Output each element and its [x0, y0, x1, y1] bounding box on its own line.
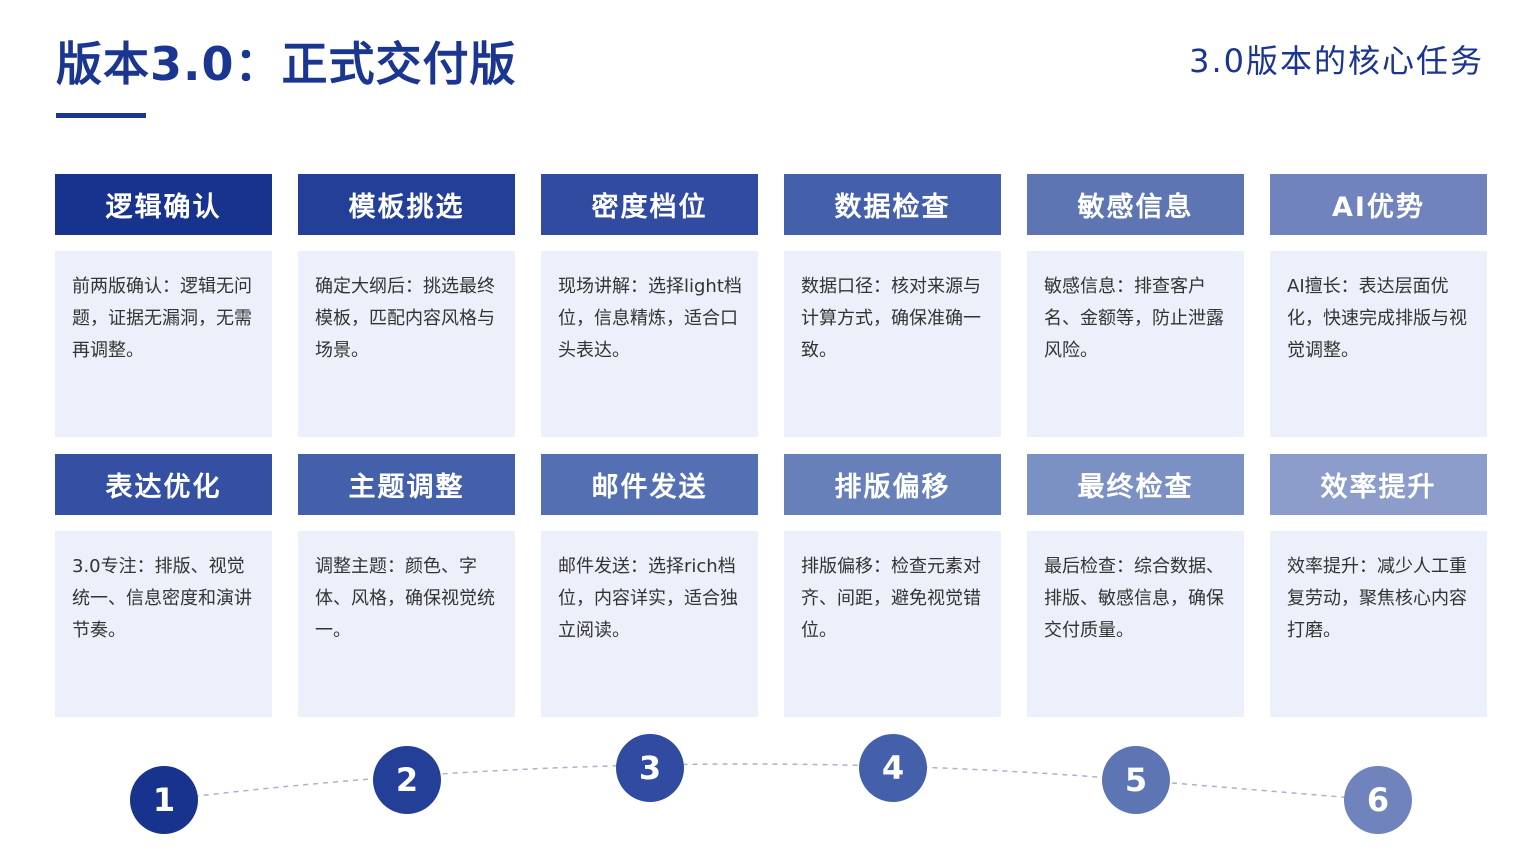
card-body: 数据口径：核对来源与计算方式，确保准确一致。	[784, 251, 1001, 437]
page-subtitle: 3.0版本的核心任务	[1189, 42, 1484, 80]
card-body: 3.0专注：排版、视觉统一、信息密度和演讲节奏。	[55, 531, 272, 717]
card-body: 确定大纲后：挑选最终模板，匹配内容风格与场景。	[298, 251, 515, 437]
info-card: 效率提升效率提升：减少人工重复劳动，聚焦核心内容打磨。	[1270, 454, 1487, 717]
info-card: 最终检查最后检查：综合数据、排版、敏感信息，确保交付质量。	[1027, 454, 1244, 717]
card-body: AI擅长：表达层面优化，快速完成排版与视觉调整。	[1270, 251, 1487, 437]
timeline-curve	[163, 763, 1379, 801]
info-card: AI优势 AI擅长：表达层面优化，快速完成排版与视觉调整。	[1270, 174, 1487, 437]
timeline-dashed-line	[163, 763, 1379, 801]
card-title: 效率提升	[1270, 454, 1487, 515]
card-body: 最后检查：综合数据、排版、敏感信息，确保交付质量。	[1027, 531, 1244, 717]
info-card: 表达优化 3.0专注：排版、视觉统一、信息密度和演讲节奏。	[55, 454, 272, 717]
card-body: 效率提升：减少人工重复劳动，聚焦核心内容打磨。	[1270, 531, 1487, 717]
title-underline	[56, 113, 146, 118]
card-title: 主题调整	[298, 454, 515, 515]
card-body: 排版偏移：检查元素对齐、间距，避免视觉错位。	[784, 531, 1001, 717]
card-body: 现场讲解：选择light档位，信息精炼，适合口头表达。	[541, 251, 758, 437]
info-card: 主题调整调整主题：颜色、字体、风格，确保视觉统一。	[298, 454, 515, 717]
info-card: 逻辑确认前两版确认：逻辑无问题，证据无漏洞，无需再调整。	[55, 174, 272, 437]
info-card: 排版偏移排版偏移：检查元素对齐、间距，避免视觉错位。	[784, 454, 1001, 717]
step-timeline: 1 2 3 4 5 6	[0, 720, 1539, 867]
card-title: 表达优化	[55, 454, 272, 515]
card-title: 最终检查	[1027, 454, 1244, 515]
info-card: 数据检查数据口径：核对来源与计算方式，确保准确一致。	[784, 174, 1001, 437]
card-body: 邮件发送：选择rich档位，内容详实，适合独立阅读。	[541, 531, 758, 717]
card-title: 敏感信息	[1027, 174, 1244, 235]
card-title: AI优势	[1270, 174, 1487, 235]
info-card: 邮件发送邮件发送：选择rich档位，内容详实，适合独立阅读。	[541, 454, 758, 717]
step-circle-2: 2	[373, 746, 441, 814]
info-card: 密度档位现场讲解：选择light档位，信息精炼，适合口头表达。	[541, 174, 758, 437]
card-title: 逻辑确认	[55, 174, 272, 235]
step-circle-3: 3	[616, 734, 684, 802]
card-title: 密度档位	[541, 174, 758, 235]
step-circle-4: 4	[859, 734, 927, 802]
card-title: 排版偏移	[784, 454, 1001, 515]
step-circle-5: 5	[1102, 746, 1170, 814]
card-title: 邮件发送	[541, 454, 758, 515]
step-circle-6: 6	[1344, 766, 1412, 834]
info-card: 模板挑选确定大纲后：挑选最终模板，匹配内容风格与场景。	[298, 174, 515, 437]
card-body: 敏感信息：排查客户名、金额等，防止泄露风险。	[1027, 251, 1244, 437]
step-circle-1: 1	[130, 766, 198, 834]
page-title: 版本3.0：正式交付版	[56, 37, 517, 91]
card-title: 数据检查	[784, 174, 1001, 235]
card-grid: 逻辑确认前两版确认：逻辑无问题，证据无漏洞，无需再调整。模板挑选确定大纲后：挑选…	[55, 174, 1487, 717]
card-title: 模板挑选	[298, 174, 515, 235]
info-card: 敏感信息敏感信息：排查客户名、金额等，防止泄露风险。	[1027, 174, 1244, 437]
card-body: 调整主题：颜色、字体、风格，确保视觉统一。	[298, 531, 515, 717]
card-body: 前两版确认：逻辑无问题，证据无漏洞，无需再调整。	[55, 251, 272, 437]
